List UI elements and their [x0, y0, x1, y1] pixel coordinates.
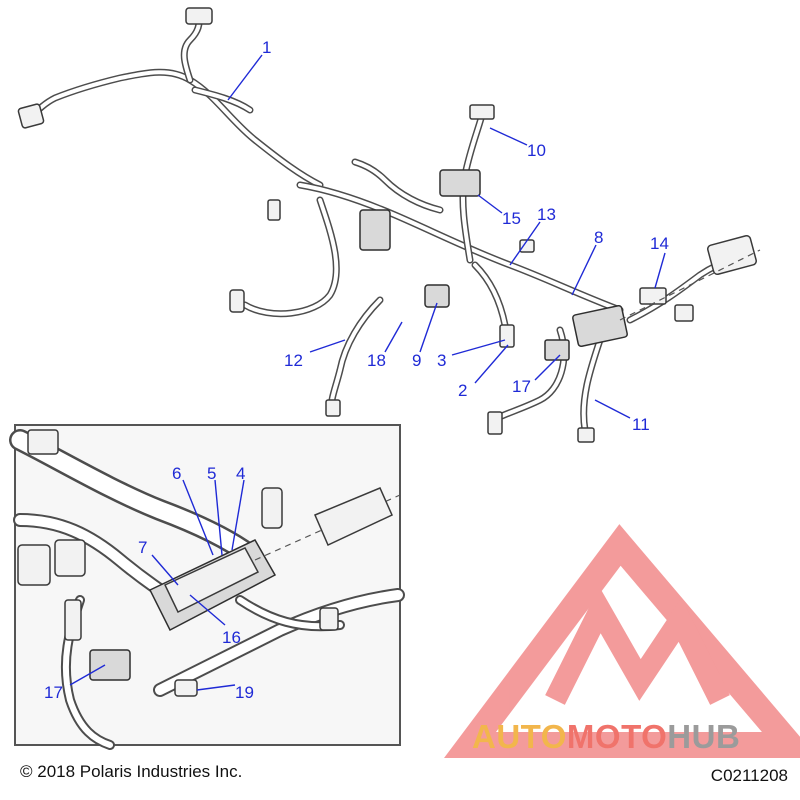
callout-6: 6: [172, 464, 181, 483]
module-right: [707, 234, 757, 276]
leader-2: [474, 344, 509, 384]
leader-10: [489, 127, 528, 146]
main-callouts: 1 10 15 13 8 14 12 18 9 3 2 17 11: [227, 38, 669, 434]
callout-7: 7: [138, 538, 147, 557]
callout-9: 9: [412, 351, 421, 370]
drawing-code: C0211208: [710, 766, 788, 785]
leader-4: [231, 479, 245, 551]
callout-14: 14: [650, 234, 669, 253]
leader-18: [196, 684, 236, 691]
callout-17-detail: 17: [44, 683, 63, 702]
callout-12: 12: [284, 351, 303, 370]
watermark-triangle: [444, 524, 800, 758]
leader-19: [384, 321, 403, 353]
watermark-m-shape: [545, 586, 730, 705]
fuse-label-14: [639, 287, 667, 305]
connector-lower-11a: [487, 411, 503, 435]
leader-17-detail: [69, 664, 106, 686]
detail-clip-18: [174, 679, 198, 697]
callout-11: 11: [632, 415, 650, 434]
dash-line-main: [619, 249, 761, 321]
callout-8: 8: [594, 228, 603, 247]
detail-inset: 6 5 4 7 16 17 19: [9, 424, 405, 750]
leader-1: [227, 54, 263, 101]
detail-clip-right: [319, 607, 339, 631]
watermark-text-auto: AUTO: [472, 718, 567, 755]
connector-2: [499, 324, 515, 348]
callout-18: 19: [235, 683, 254, 702]
leader-15: [477, 194, 503, 214]
connector-top: [185, 7, 213, 25]
junction-block: [359, 209, 391, 251]
callout-5: 5: [207, 464, 216, 483]
leader-3: [451, 339, 506, 356]
main-harness-drawing: [17, 7, 761, 443]
connector-upper-left: [17, 103, 45, 129]
leader-11: [594, 399, 631, 419]
detail-connector-top: [27, 429, 59, 455]
fuse-box: [572, 304, 628, 348]
relay-block: [439, 169, 481, 197]
detail-connector-left-a: [17, 544, 51, 586]
detail-connector-left-b: [54, 539, 86, 577]
leader-17: [534, 354, 561, 381]
connector-right: [674, 304, 694, 322]
leader-12: [309, 339, 346, 353]
watermark-text: AUTOMOTOHUB: [472, 718, 740, 756]
detail-connector-lower: [64, 599, 82, 641]
leader-16: [189, 594, 226, 626]
connector-17: [544, 339, 570, 361]
callout-10: 10: [527, 141, 546, 160]
callout-15: 15: [502, 209, 521, 228]
copyright-text: © 2018 Polaris Industries Inc.: [20, 762, 243, 781]
connector-lower-12: [325, 399, 341, 417]
leader-7: [151, 554, 179, 586]
connector-mid-left: [267, 199, 281, 221]
connector-bracket-top: [469, 104, 495, 120]
callout-16: 16: [222, 628, 241, 647]
leader-8: [571, 244, 597, 296]
watermark-logo: [444, 524, 800, 758]
leader-9: [419, 302, 438, 353]
callout-4: 4: [236, 464, 245, 483]
callout-3: 3: [437, 351, 446, 370]
callout-2: 2: [458, 381, 467, 400]
detail-connector-right: [261, 487, 283, 529]
connector-left: [229, 289, 245, 313]
detail-relay-17: [89, 649, 131, 681]
callout-13: 13: [537, 205, 556, 224]
leader-6: [182, 479, 214, 556]
watermark-text-hub: HUB: [667, 718, 741, 755]
leader-5: [214, 479, 223, 556]
connector-lower-11b: [577, 427, 595, 443]
leader-14: [654, 252, 666, 289]
detail-fuse-row: [163, 547, 260, 614]
callout-17-main: 17: [512, 377, 531, 396]
leader-13: [509, 221, 541, 266]
watermark-text-moto: MOTO: [566, 718, 668, 755]
connector-9: [424, 284, 450, 308]
detail-fuse-label: [314, 487, 393, 547]
callout-19: 18: [367, 351, 386, 370]
callout-1: 1: [262, 38, 271, 57]
